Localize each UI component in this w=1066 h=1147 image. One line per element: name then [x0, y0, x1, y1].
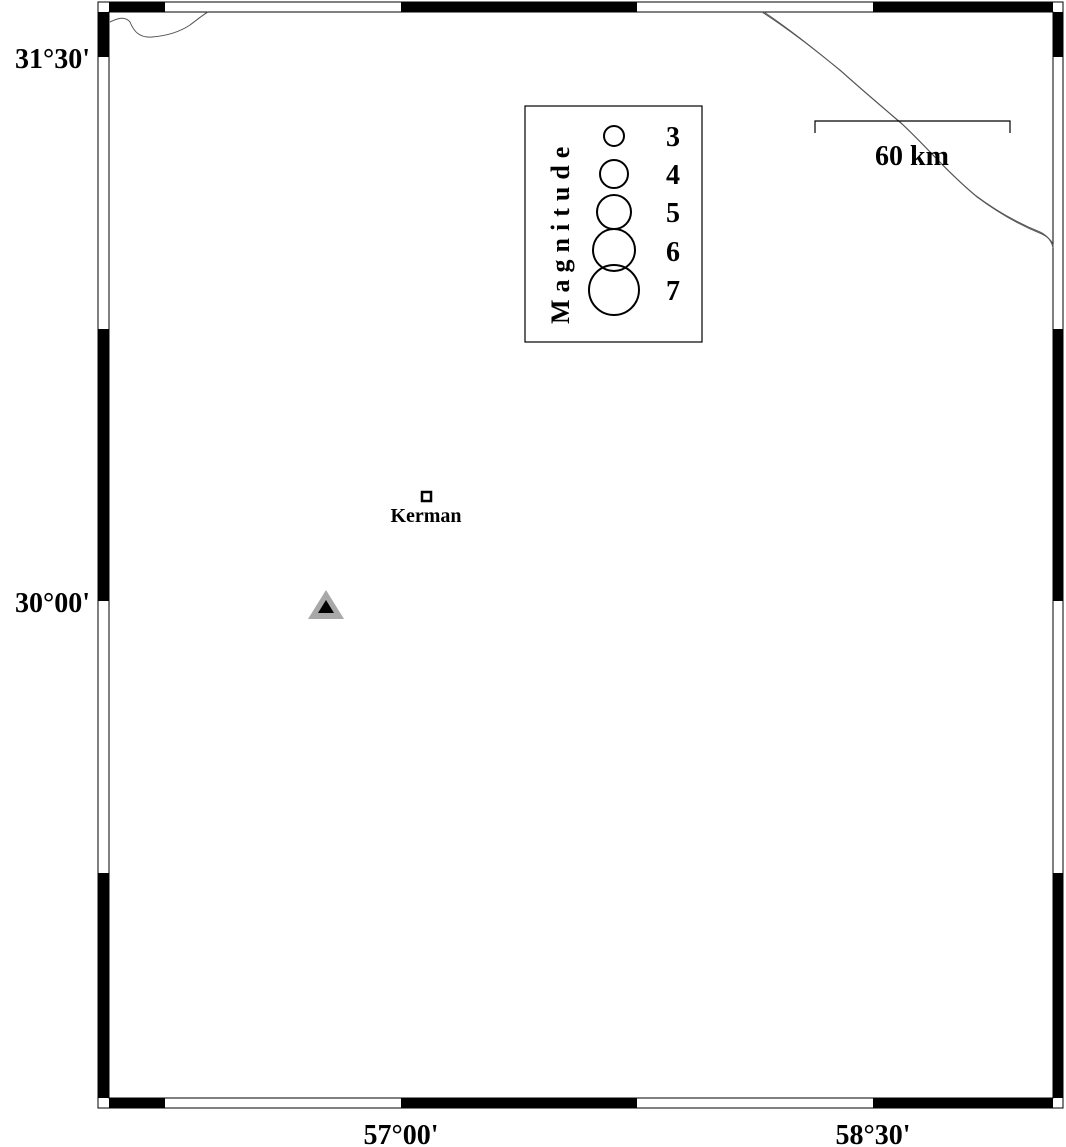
square-marker-icon	[420, 490, 433, 503]
legend-entry-label: 6	[666, 237, 680, 268]
coastline	[109, 11, 1054, 249]
triangle-station-icon	[318, 600, 334, 613]
scale-bar-label: 60 km	[875, 141, 949, 172]
magnitude-circle-icon	[588, 264, 640, 316]
legend-entry-label: 5	[666, 198, 680, 229]
legend-entry-label: 7	[666, 276, 680, 307]
station-marker[interactable]	[308, 590, 344, 619]
legend-title: Magnitude	[546, 140, 575, 324]
legend-entry-label: 4	[666, 160, 680, 191]
longitude-label: 57°00'	[364, 1120, 439, 1147]
city-label: Kerman	[390, 505, 461, 527]
longitude-label: 58°30'	[836, 1120, 911, 1147]
latitude-label: 30°00'	[15, 588, 90, 619]
magnitude-legend: Magnitude 3 4 5 6 7	[524, 105, 703, 343]
magnitude-circle-icon	[592, 228, 636, 272]
latitude-label: 31°30'	[15, 44, 90, 75]
scale-bar: 60 km	[814, 120, 1011, 172]
city-marker[interactable]: Kerman	[390, 490, 462, 527]
legend-entry-label: 3	[666, 122, 680, 153]
magnitude-circle-icon	[603, 125, 625, 147]
magnitude-circle-icon	[599, 159, 629, 189]
